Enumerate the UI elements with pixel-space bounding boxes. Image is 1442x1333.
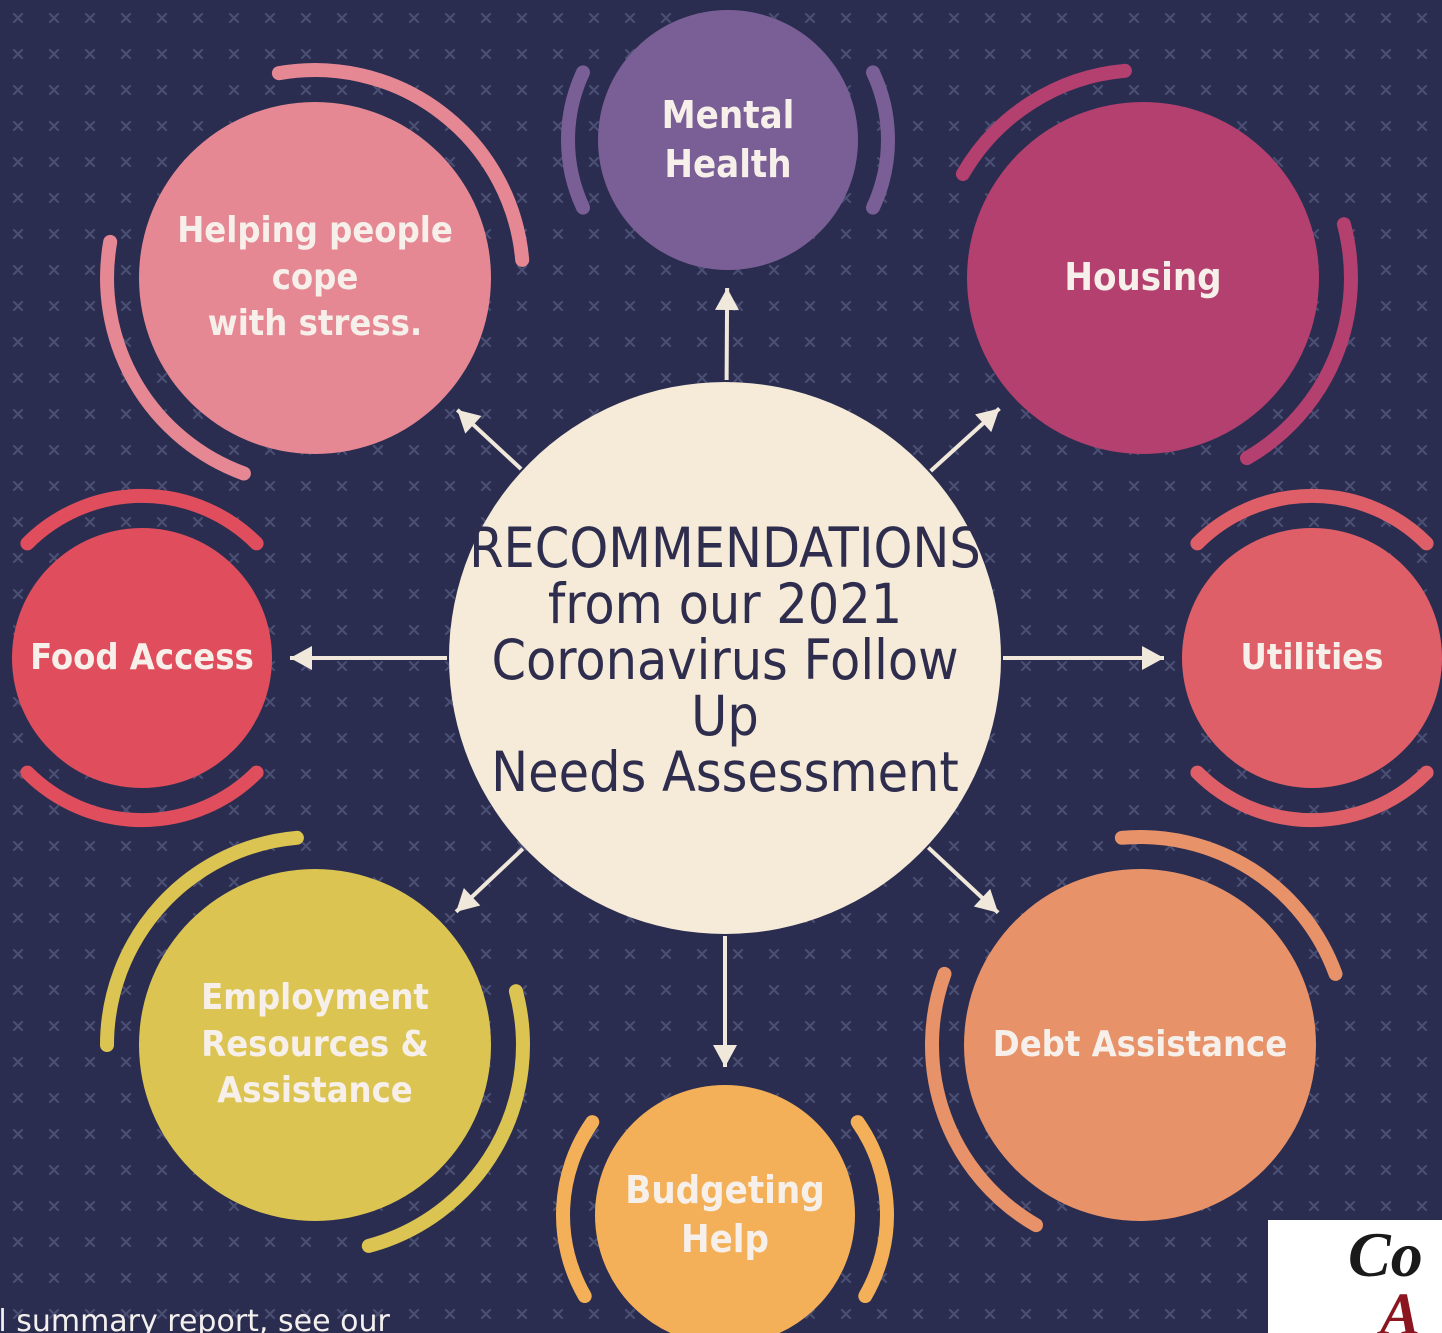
budgeting-help-arrow-head	[713, 1045, 737, 1067]
logo-sub: A	[1380, 1281, 1421, 1333]
budgeting-help-arc-2	[850, 1115, 894, 1303]
housing-label-line-1: Housing	[1064, 255, 1222, 300]
food-access-label-line-1: Food Access	[30, 636, 254, 678]
utilities-arrow-head	[1142, 646, 1164, 670]
food-access-label: Food Access	[17, 528, 267, 788]
footer-summary-text: ll summary report, see our	[0, 1304, 390, 1333]
debt-assistance-arc-1	[1114, 830, 1343, 981]
debt-assistance-circle	[964, 869, 1316, 1221]
debt-assistance-arrow-head	[973, 888, 999, 913]
stress-label: Helping people cope with stress.	[144, 102, 486, 454]
center-title-line-4: Needs Assessment	[491, 740, 959, 805]
food-access-arc-2	[20, 765, 264, 828]
debt-assistance-label: Debt Assistance	[969, 869, 1311, 1221]
employment-label-line-3: Assistance	[217, 1070, 413, 1112]
employment-label-line-1: Employment	[201, 976, 429, 1018]
housing-circle	[967, 102, 1319, 454]
arrows-group	[290, 287, 1164, 1067]
food-access-circle	[12, 528, 272, 788]
budgeting-help-circle	[595, 1085, 855, 1333]
housing-arc-2	[1240, 217, 1358, 466]
utilities-arc-2	[1190, 765, 1434, 828]
utilities-circle	[1182, 528, 1442, 788]
mental-health-circle	[598, 10, 858, 270]
housing-arc-1	[955, 63, 1132, 181]
stress-label-line-1: Helping people cope	[177, 209, 453, 298]
mental-health-label-line-2: Health	[664, 142, 792, 186]
housing-label: Housing	[972, 102, 1314, 454]
mental-health-label-line-1: Mental	[661, 92, 795, 137]
food-access-arrow-head	[290, 646, 312, 670]
employment-label-line-2: Resources &	[201, 1023, 429, 1065]
mental-health-arc-2	[866, 65, 895, 215]
employment-arrow-head	[456, 888, 481, 912]
utilities-arc-1	[1190, 488, 1434, 551]
logo-text: Co	[1348, 1219, 1423, 1290]
employment-circle	[139, 869, 491, 1221]
center-title-line-2: from our 2021	[547, 571, 903, 636]
stress-arc-1	[271, 63, 530, 267]
utilities-label: Utilities	[1187, 528, 1437, 788]
mental-health-arc-1	[561, 65, 590, 215]
employment-arc-2	[361, 984, 530, 1253]
budgeting-help-label-line-1: Budgeting	[625, 1167, 825, 1212]
employment-arc-1	[100, 830, 304, 1052]
center-title: RECOMMENDATIONS from our 2021 Coronaviru…	[465, 515, 985, 805]
stress-arc-2	[100, 234, 251, 481]
center-circle	[449, 382, 1001, 934]
food-access-arc-1	[20, 488, 264, 551]
circles-group	[12, 10, 1442, 1333]
logo-box	[1268, 1220, 1442, 1333]
budgeting-help-arc-1	[556, 1115, 600, 1303]
utilities-label-line-1: Utilities	[1240, 636, 1384, 678]
center-title-line-1: RECOMMENDATIONS	[469, 515, 981, 580]
arcs-group	[20, 63, 1434, 1303]
debt-assistance-arc-2	[925, 966, 1043, 1233]
mental-health-arrow-head	[715, 287, 740, 311]
stress-arrow-head	[457, 409, 482, 434]
stress-label-line-2: with stress.	[207, 303, 423, 345]
stress-circle	[139, 102, 491, 454]
debt-assistance-label-line-1: Debt Assistance	[992, 1023, 1288, 1065]
housing-arrow-head	[975, 408, 1000, 433]
center-title-line-3: Coronavirus Follow Up	[491, 627, 959, 749]
budgeting-help-label-line-2: Help	[681, 1217, 769, 1261]
